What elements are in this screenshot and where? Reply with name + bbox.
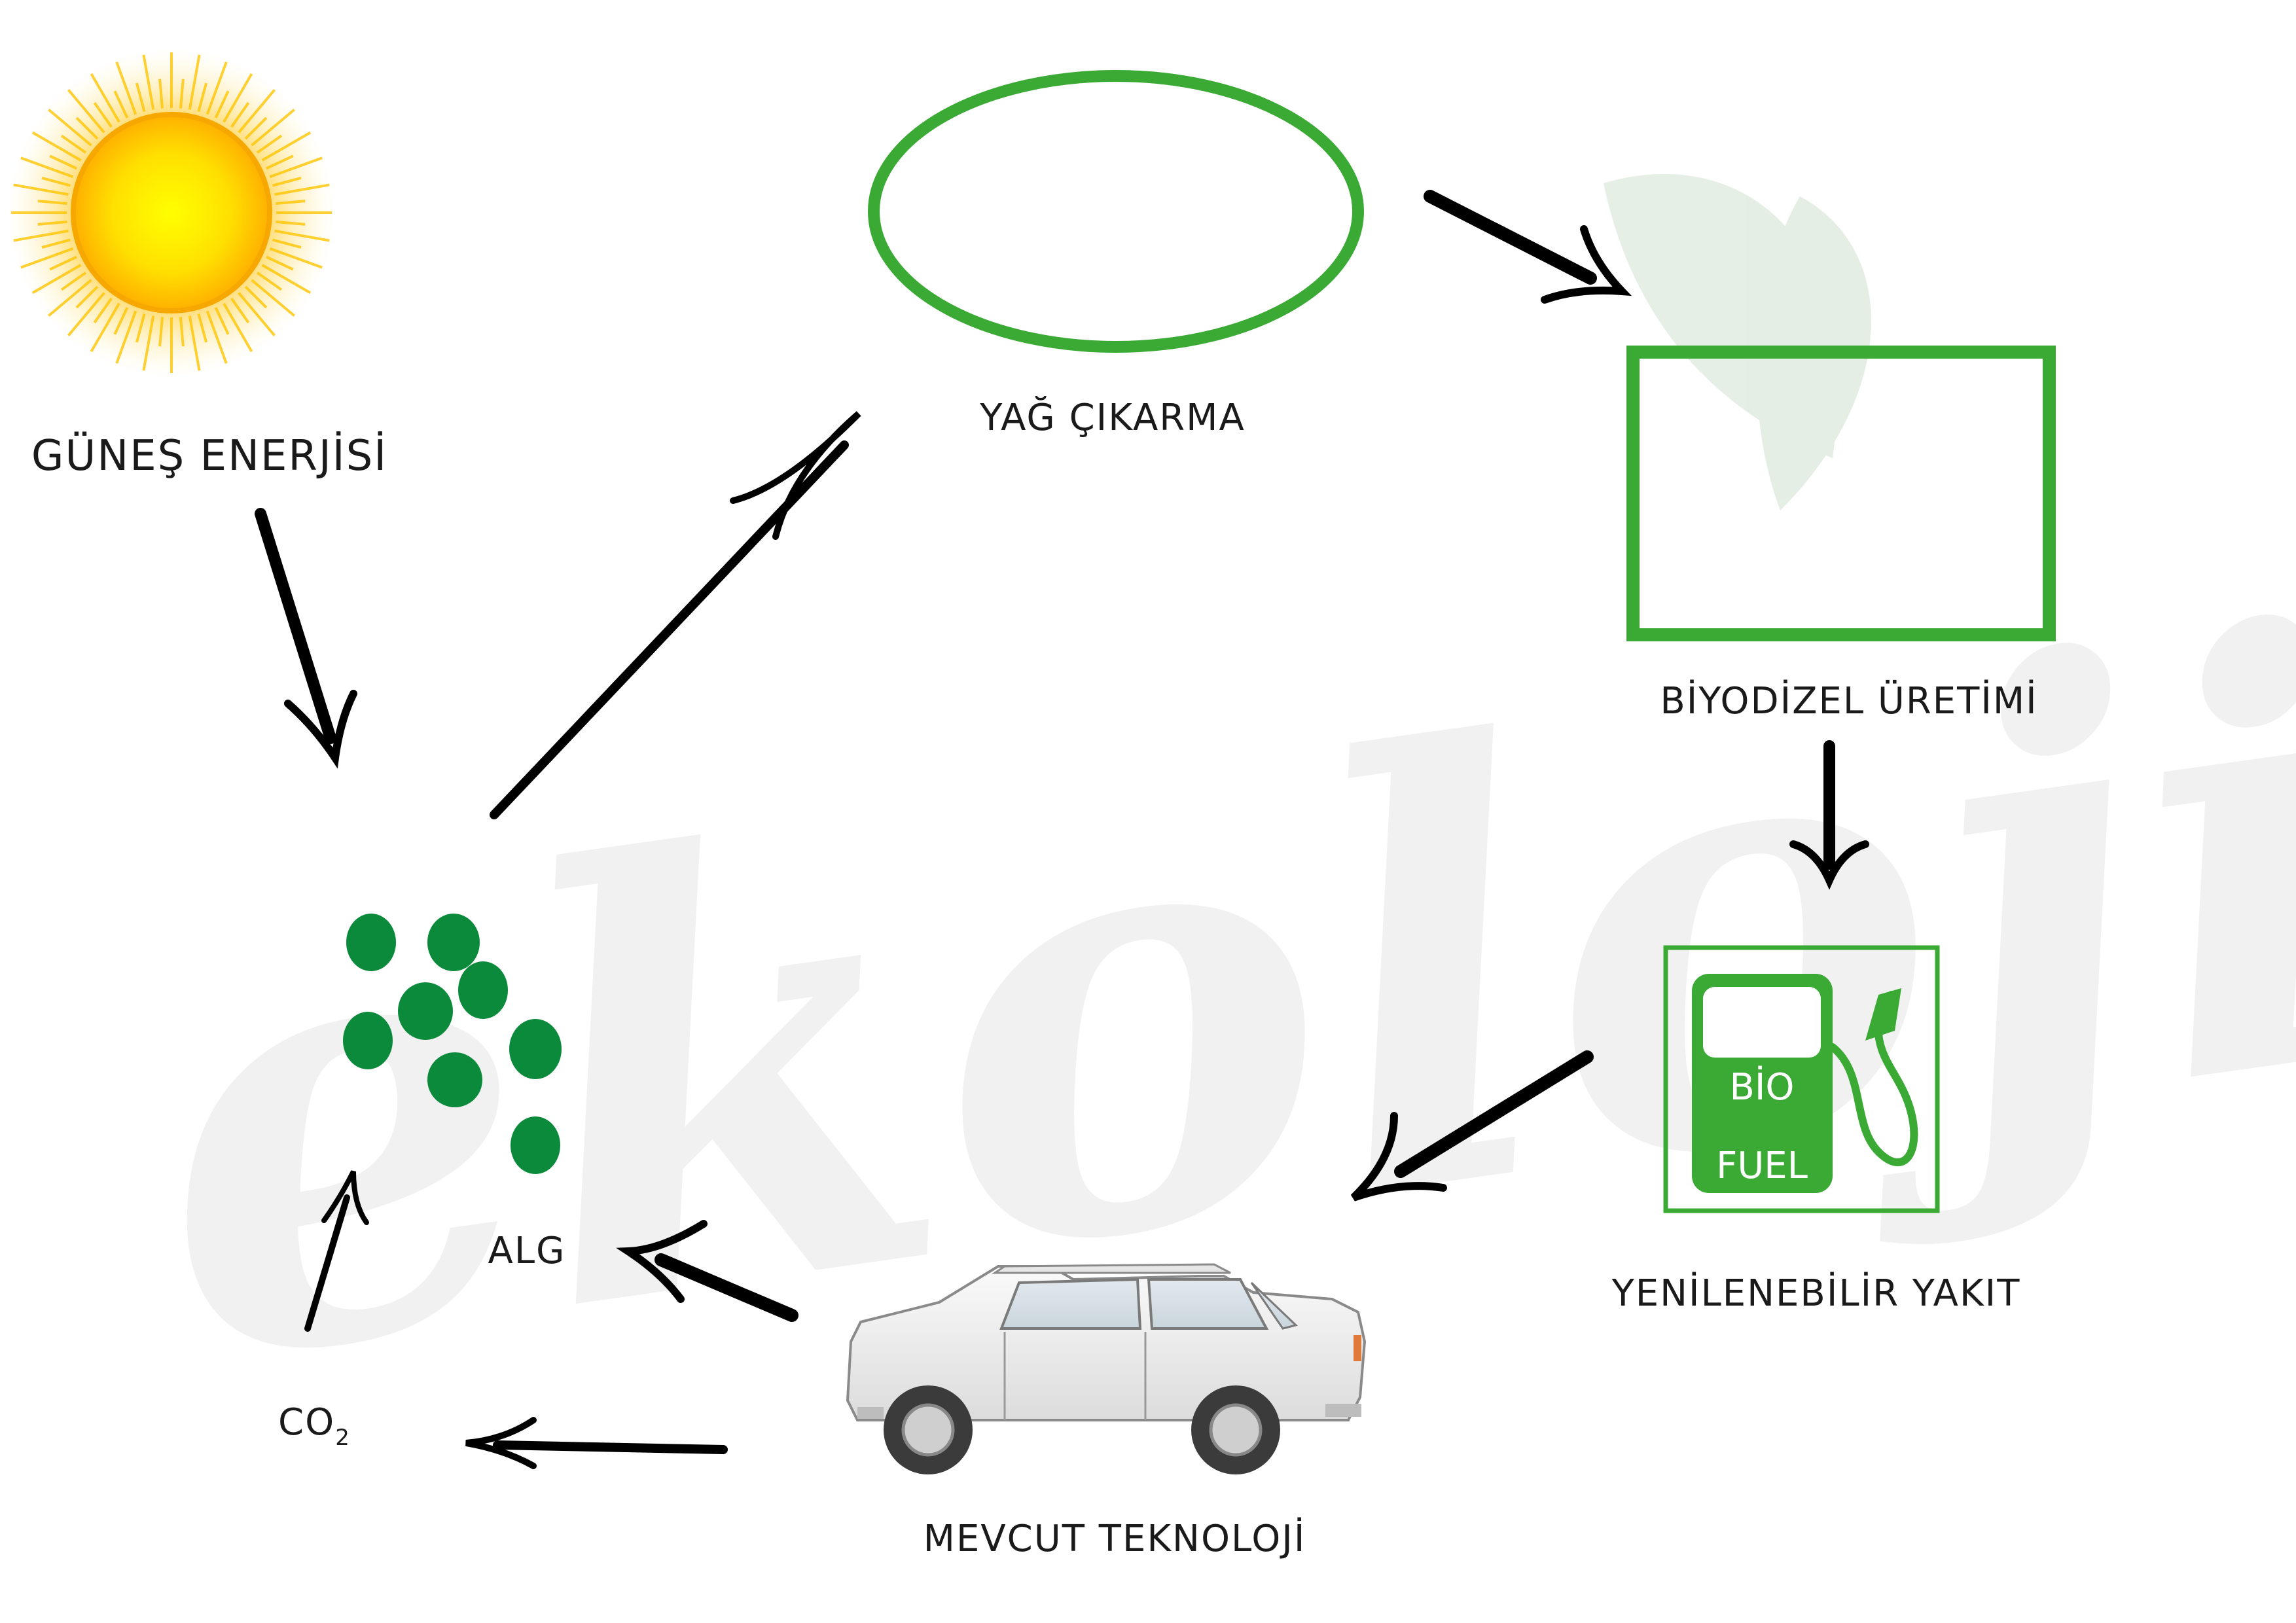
arrow-car-to-co2 [465,1417,728,1469]
arrow-car-to-algae [616,1220,798,1322]
sun-energy-label: GÜNEŞ ENERJİSİ [31,431,387,480]
arrow-biodiesel-to-fuel [1789,740,1869,890]
pump-label-bio: BİO [1729,1066,1794,1109]
arrow-oil-to-biodiesel [1424,190,1632,304]
biodiesel-production-box [1626,346,2056,641]
sun-icon [8,49,335,376]
arrow-co2-to-algae [304,1170,369,1332]
oil-extraction-label: YAĞ ÇIKARMA [979,397,1246,439]
watermark-leaf-icon [1604,173,1872,510]
arrow-sun-to-algae [255,508,357,769]
car-icon [846,1263,1367,1474]
co2-label: CO2 [278,1401,351,1451]
bio-fuel-pump-icon: BİO FUEL [1663,945,1940,1213]
algae-cluster-icon [343,914,562,1174]
arrows [255,190,1869,1469]
arrow-fuel-to-car [1350,1050,1594,1202]
arrow-algae-to-oil [490,411,861,819]
renewable-fuel-label: YENİLENEBİLİR YAKIT [1611,1272,2021,1315]
algae-label: ALG [488,1230,566,1272]
oil-extraction-ellipse [868,70,1364,353]
pump-label-fuel: FUEL [1716,1145,1808,1187]
current-technology-label: MEVCUT TEKNOLOJİ [924,1518,1306,1560]
biodiesel-production-label: BİYODİZEL ÜRETİMİ [1660,680,2037,722]
